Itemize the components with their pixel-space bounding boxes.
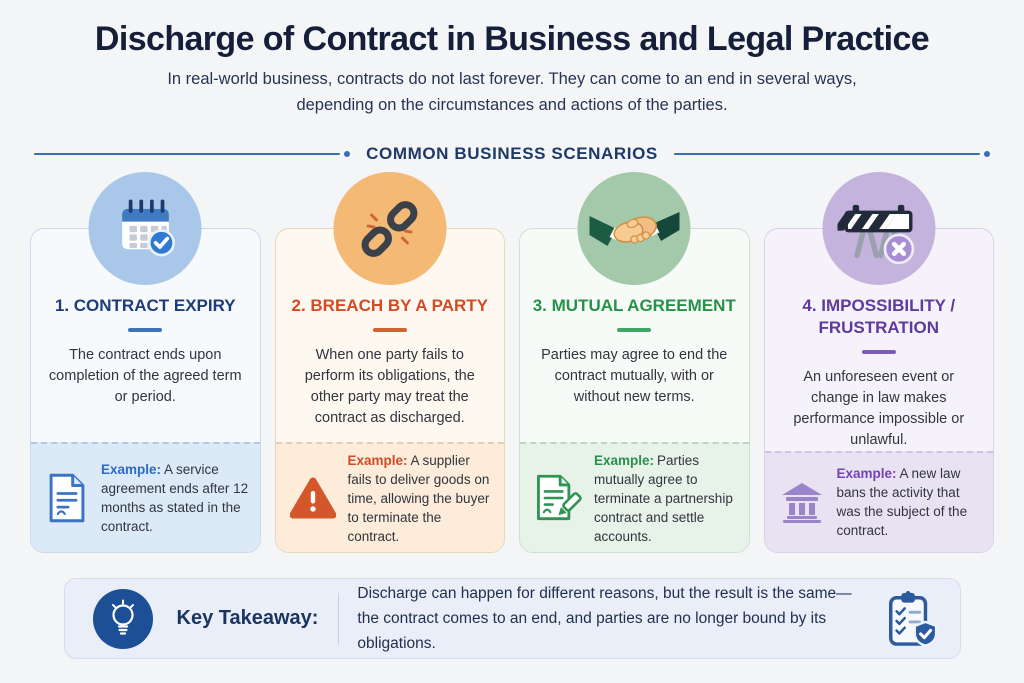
takeaway-line-1: Discharge can happen for different reaso… xyxy=(357,585,852,602)
example-body: A new law bans the activity that was the… xyxy=(836,466,968,539)
card-mutual-agreement: 3. MUTUAL AGREEMENT Parties may agree to… xyxy=(519,172,750,553)
card-title: 1. CONTRACT EXPIRY xyxy=(54,296,236,315)
takeaway-divider xyxy=(338,592,340,645)
scenario-cards: 1. CONTRACT EXPIRY The contract ends upo… xyxy=(0,172,1024,553)
takeaway-text: Discharge can happen for different reaso… xyxy=(357,581,883,656)
example-label: Example: xyxy=(101,462,162,477)
card-example: Example:A supplier fails to deliver good… xyxy=(275,442,504,552)
handshake-icon xyxy=(577,172,691,285)
section-rule-right xyxy=(673,153,980,155)
card-example: Example:Parties mutually agree to termin… xyxy=(520,442,749,552)
section-header: COMMON BUSINESS SCENARIOS xyxy=(34,144,990,164)
example-label: Example: xyxy=(836,466,897,482)
warning-triangle-icon xyxy=(289,476,336,520)
subtitle-line-2: depending on the circumstances and actio… xyxy=(296,96,728,114)
contract-document-icon xyxy=(45,473,89,523)
card-divider xyxy=(372,328,407,332)
card-contract-expiry: 1. CONTRACT EXPIRY The contract ends upo… xyxy=(30,172,261,553)
card-description: When one party fails to perform its obli… xyxy=(304,347,475,426)
roadblock-icon xyxy=(822,172,936,285)
broken-chain-icon xyxy=(333,172,447,285)
example-text: Example:A new law bans the activity that… xyxy=(837,464,984,540)
takeaway-line-2: the contract comes to an end, and partie… xyxy=(357,610,827,652)
example-text: Example:A service agreement ends after 1… xyxy=(101,460,250,536)
example-text: Example:Parties mutually agree to termin… xyxy=(594,451,739,546)
card-title: 2. BREACH BY A PARTY xyxy=(291,296,488,315)
section-title: COMMON BUSINESS SCENARIOS xyxy=(366,144,658,163)
card-breach-by-party: 2. BREACH BY A PARTY When one party fail… xyxy=(274,172,505,553)
example-label: Example: xyxy=(594,452,655,468)
card-example: Example:A service agreement ends after 1… xyxy=(31,442,260,552)
card-description: Parties may agree to end the contract mu… xyxy=(541,347,728,405)
subtitle-line-1: In real-world business, contracts do not… xyxy=(167,70,857,88)
card-impossibility-frustration: 4. IMPOSSIBILITY / FRUSTRATION An unfore… xyxy=(763,172,994,553)
section-dot-left xyxy=(344,151,351,157)
card-divider xyxy=(861,350,896,354)
example-text: Example:A supplier fails to deliver good… xyxy=(348,451,495,546)
lightbulb-icon xyxy=(92,588,153,649)
page-subtitle: In real-world business, contracts do not… xyxy=(0,66,1024,118)
section-rule-left xyxy=(34,153,341,155)
example-label: Example: xyxy=(347,452,408,468)
section-dot-right xyxy=(984,151,990,157)
calendar-check-icon xyxy=(88,172,202,285)
example-body: A supplier fails to deliver goods on tim… xyxy=(347,452,490,544)
card-title: 4. IMPOSSIBILITY / FRUSTRATION xyxy=(802,296,956,337)
card-divider xyxy=(617,328,652,332)
card-title: 3. MUTUAL AGREEMENT xyxy=(532,296,736,315)
bank-building-icon xyxy=(779,481,825,524)
key-takeaway-bar: Key Takeaway: Discharge can happen for d… xyxy=(63,578,961,659)
takeaway-label: Key Takeaway: xyxy=(176,607,319,629)
example-body: Parties mutually agree to terminate a pa… xyxy=(594,452,733,544)
card-description: The contract ends upon completion of the… xyxy=(48,347,242,405)
example-body: A service agreement ends after 12 months… xyxy=(101,462,249,534)
page-title: Discharge of Contract in Business and Le… xyxy=(94,20,930,58)
card-example: Example:A new law bans the activity that… xyxy=(764,450,993,552)
card-description: An unforeseen event or change in law mak… xyxy=(793,368,965,448)
card-divider xyxy=(128,328,163,332)
signed-document-icon xyxy=(534,473,582,523)
clipboard-shield-icon xyxy=(884,589,938,649)
